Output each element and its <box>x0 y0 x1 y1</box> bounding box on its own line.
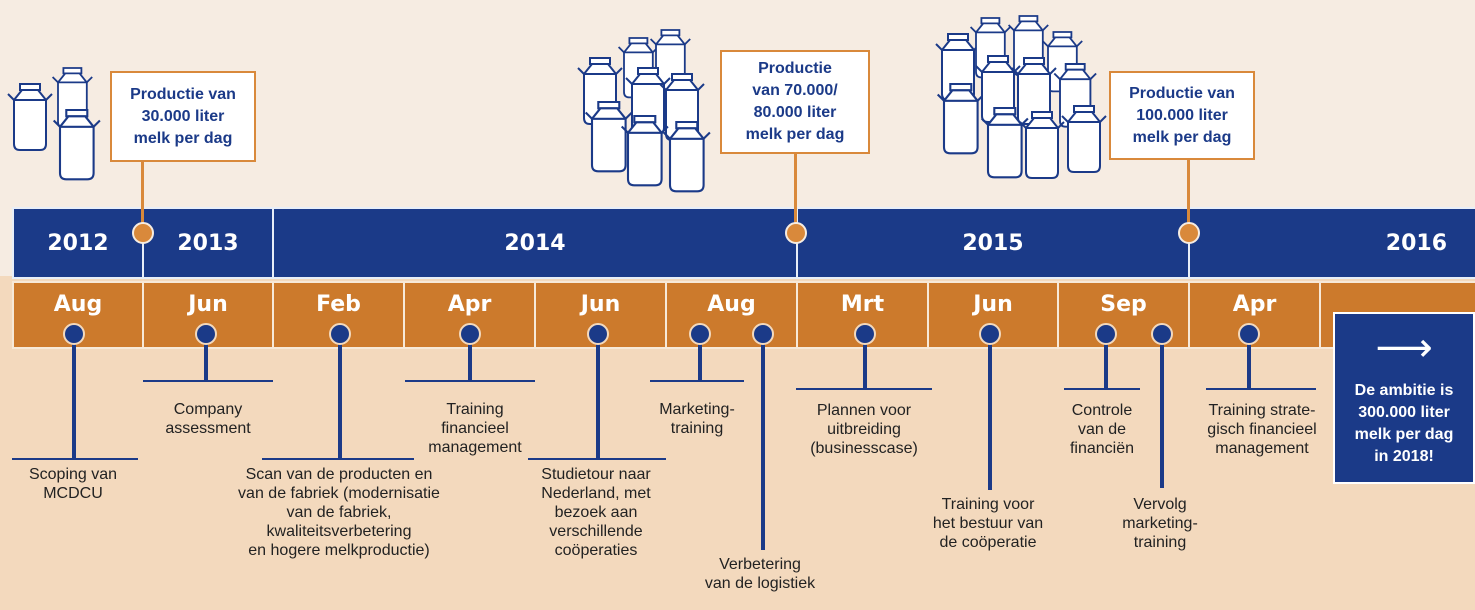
event-connector <box>338 340 342 460</box>
milk-can-icon <box>662 120 711 193</box>
event-training-bestuur: Training voor het bestuur van de coöpera… <box>932 496 1044 551</box>
event-connector <box>1104 340 1108 390</box>
production-dot <box>785 222 807 244</box>
event-underline <box>1064 388 1140 390</box>
event-dot <box>459 323 481 345</box>
event-marketing-training: Marketing- training <box>659 401 735 437</box>
event-underline <box>528 458 666 460</box>
milk-can-icon <box>584 100 633 173</box>
milk-can-icon <box>52 108 101 181</box>
year-2015: 2015 <box>796 207 1188 279</box>
event-dot <box>854 323 876 345</box>
event-connector <box>761 340 765 550</box>
event-connector <box>1247 340 1251 390</box>
event-dot <box>1095 323 1117 345</box>
year-2012: 2012 <box>12 207 142 279</box>
milk-cans-icon <box>7 67 101 181</box>
production-box-70000: Productie van 70.000/ 80.000 liter melk … <box>720 50 870 154</box>
event-connector <box>698 340 702 382</box>
ambition-box: ⟶ De ambitie is 300.000 liter melk per d… <box>1333 312 1475 484</box>
event-dot <box>979 323 1001 345</box>
event-connector <box>596 340 600 460</box>
milk-can-icon <box>1061 105 1107 173</box>
event-scoping-mcdcu: Scoping van MCDCU <box>28 466 118 502</box>
production-dot <box>1178 222 1200 244</box>
year-2014: 2014 <box>272 207 796 279</box>
event-underline <box>1206 388 1316 390</box>
event-connector <box>72 340 76 460</box>
event-scan-producten: Scan van de producten en van de fabriek … <box>238 466 440 559</box>
event-underline <box>143 380 273 382</box>
event-controle-financien: Controle van de financiën <box>1069 402 1135 457</box>
event-verbetering-logistiek: Verbetering van de logistiek <box>704 556 816 592</box>
event-dot <box>752 323 774 345</box>
event-training-strategisch: Training strate- gisch financieel manage… <box>1207 402 1317 457</box>
milk-can-icon <box>7 83 53 151</box>
month-jun-2014: Jun <box>534 281 665 349</box>
ambition-text: De ambitie is 300.000 liter melk per dag… <box>1354 382 1454 465</box>
year-2016: 2016 <box>1188 207 1475 279</box>
year-row: 2012 2013 2014 2015 2016 <box>12 207 1475 279</box>
production-dot <box>132 222 154 244</box>
milk-can-icon <box>1019 111 1065 179</box>
milk-cans-icon <box>577 29 711 193</box>
event-underline <box>12 458 138 460</box>
event-dot <box>63 323 85 345</box>
year-2013: 2013 <box>142 207 272 279</box>
event-studietour: Studietour naar Nederland, met bezoek aa… <box>541 466 651 559</box>
event-underline <box>650 380 744 382</box>
milk-cans-icon <box>935 15 1107 179</box>
event-dot <box>587 323 609 345</box>
event-connector <box>988 340 992 490</box>
event-dot <box>1238 323 1260 345</box>
production-connector <box>794 152 797 228</box>
event-dot <box>329 323 351 345</box>
milk-can-icon <box>980 106 1029 179</box>
production-box-100000: Productie van 100.000 liter melk per dag <box>1109 71 1255 160</box>
event-plannen-uitbreiding: Plannen voor uitbreiding (businesscase) <box>810 402 918 457</box>
event-underline <box>796 388 932 390</box>
milk-can-icon <box>620 114 669 187</box>
event-dot <box>689 323 711 345</box>
event-underline <box>262 458 414 460</box>
milk-can-icon <box>1011 57 1057 125</box>
event-connector <box>468 340 472 382</box>
event-training-financieel: Training financieel management <box>428 401 522 456</box>
event-vervolg-marketing: Vervolg marketing- training <box>1122 496 1198 551</box>
month-aug-2014: Aug <box>665 281 796 349</box>
event-dot <box>195 323 217 345</box>
arrow-right-icon: ⟶ <box>1375 325 1433 371</box>
event-dot <box>1151 323 1173 345</box>
event-connector <box>1160 340 1164 488</box>
month-apr-2016: Apr <box>1188 281 1319 349</box>
event-company-assessment: Company assessment <box>165 401 251 437</box>
event-connector <box>863 340 867 390</box>
production-connector <box>1187 158 1190 228</box>
event-connector <box>204 340 208 382</box>
event-underline <box>405 380 535 382</box>
production-connector <box>141 160 144 228</box>
production-box-30000: Productie van 30.000 liter melk per dag <box>110 71 256 162</box>
